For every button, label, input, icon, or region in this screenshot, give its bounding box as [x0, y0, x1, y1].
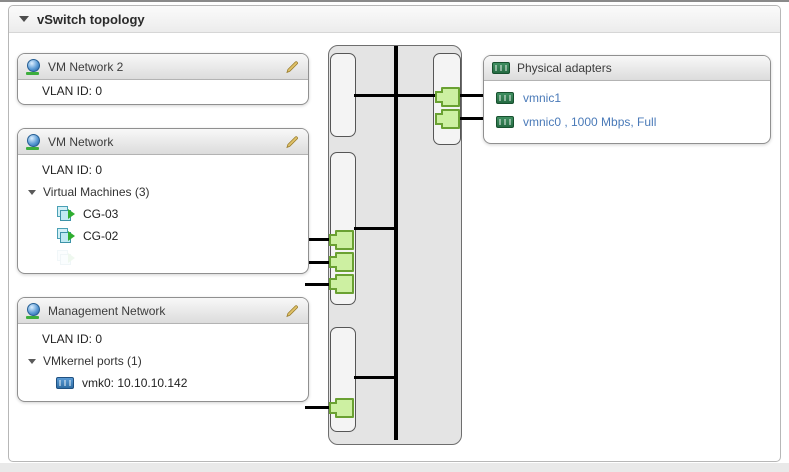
vm-icon	[56, 206, 75, 222]
nic-green-icon	[496, 116, 514, 128]
network-globe-icon	[26, 133, 41, 150]
vlan-id-label: VLAN ID: 0	[42, 332, 103, 346]
port-connector-icon	[329, 398, 354, 418]
network-globe-icon	[26, 302, 41, 319]
port-connector-icon	[329, 230, 354, 250]
edit-pencil-icon[interactable]	[284, 134, 300, 150]
network-globe-icon	[26, 58, 41, 75]
link-line-vm-3	[305, 283, 335, 286]
link-line-vmnic0	[457, 117, 484, 120]
vswitch-bus-line	[394, 46, 398, 440]
edit-pencil-icon[interactable]	[284, 303, 300, 319]
vlan-id-label: VLAN ID: 0	[42, 163, 103, 177]
link-line-vm-2	[303, 261, 335, 264]
top-divider	[0, 0, 789, 2]
vmnic1-link[interactable]: vmnic1	[523, 91, 562, 105]
portgroup-box-vm-network: VM Network VLAN ID: 0 Virtual Machines (…	[17, 128, 309, 274]
portgroup-name: Management Network	[48, 303, 166, 318]
portgroup-name: VM Network	[48, 134, 114, 149]
nic-green-icon	[496, 92, 514, 104]
virtual-machines-label: Virtual Machines (3)	[43, 185, 150, 199]
vm-name: CG-02	[83, 229, 119, 243]
physical-adapters-header: Physical adapters	[484, 56, 770, 81]
physical-adapters-title: Physical adapters	[517, 61, 612, 75]
vmnic0-link[interactable]: vmnic0 , 1000 Mbps, Full	[523, 115, 657, 129]
portgroup-name: VM Network 2	[48, 59, 124, 74]
virtual-machines-toggle[interactable]: Virtual Machines (3)	[18, 181, 308, 203]
portgroup-box-management-network: Management Network VLAN ID: 0 VMkernel p…	[17, 297, 309, 402]
vm-name: CG-03	[83, 207, 119, 221]
portgroup-box-vm-network-2: VM Network 2 VLAN ID: 0	[17, 53, 309, 105]
link-line-vmk0	[305, 406, 335, 409]
vmkernel-port-name: vmk0: 10.10.10.142	[82, 376, 188, 390]
vm-list-item: CG-02	[18, 225, 308, 247]
vm-icon	[56, 228, 75, 244]
page-bottom-margin	[0, 463, 789, 472]
physical-adapter-item: vmnic1	[484, 86, 770, 110]
physical-adapters-box: Physical adapters vmnic1 vmnic0 , 1000 M…	[483, 55, 771, 144]
portgroup-header: Management Network	[18, 298, 308, 324]
triangle-down-icon[interactable]	[28, 358, 36, 364]
vmkernel-port-item: vmk0: 10.10.10.142	[18, 372, 308, 394]
port-connector-icon	[329, 274, 354, 294]
portgroup-header: VM Network	[18, 129, 308, 155]
link-line-vm-1	[303, 238, 335, 241]
triangle-down-icon[interactable]	[28, 189, 36, 195]
portgroup-port-slot-vm-network-2	[330, 53, 356, 137]
uplink-connector-vmnic0-icon	[435, 109, 460, 129]
link-line-management-to-bus	[354, 376, 396, 379]
portgroup-header: VM Network 2	[18, 54, 308, 80]
uplink-connector-vmnic1-icon	[435, 87, 460, 107]
vm-list-item-ghost	[18, 247, 308, 269]
vmkernel-ports-toggle[interactable]: VMkernel ports (1)	[18, 350, 308, 372]
link-line-vmnetwork-to-bus	[354, 227, 396, 230]
link-line-vmnic1	[457, 94, 484, 97]
vlan-id-label: VLAN ID: 0	[42, 84, 103, 98]
vmkernel-ports-label: VMkernel ports (1)	[43, 354, 142, 368]
edit-pencil-icon[interactable]	[284, 59, 300, 75]
physical-adapter-item: vmnic0 , 1000 Mbps, Full	[484, 110, 770, 134]
port-connector-icon	[329, 252, 354, 272]
vm-icon	[56, 250, 75, 266]
panel-title: vSwitch topology	[37, 11, 145, 27]
panel-collapse-header[interactable]: vSwitch topology	[9, 6, 780, 33]
nic-green-icon	[492, 62, 510, 74]
vm-list-item: CG-03	[18, 203, 308, 225]
collapse-triangle-icon[interactable]	[19, 16, 29, 22]
nic-blue-icon	[56, 377, 74, 389]
link-line-vmnetwork2-to-uplink	[354, 94, 436, 97]
